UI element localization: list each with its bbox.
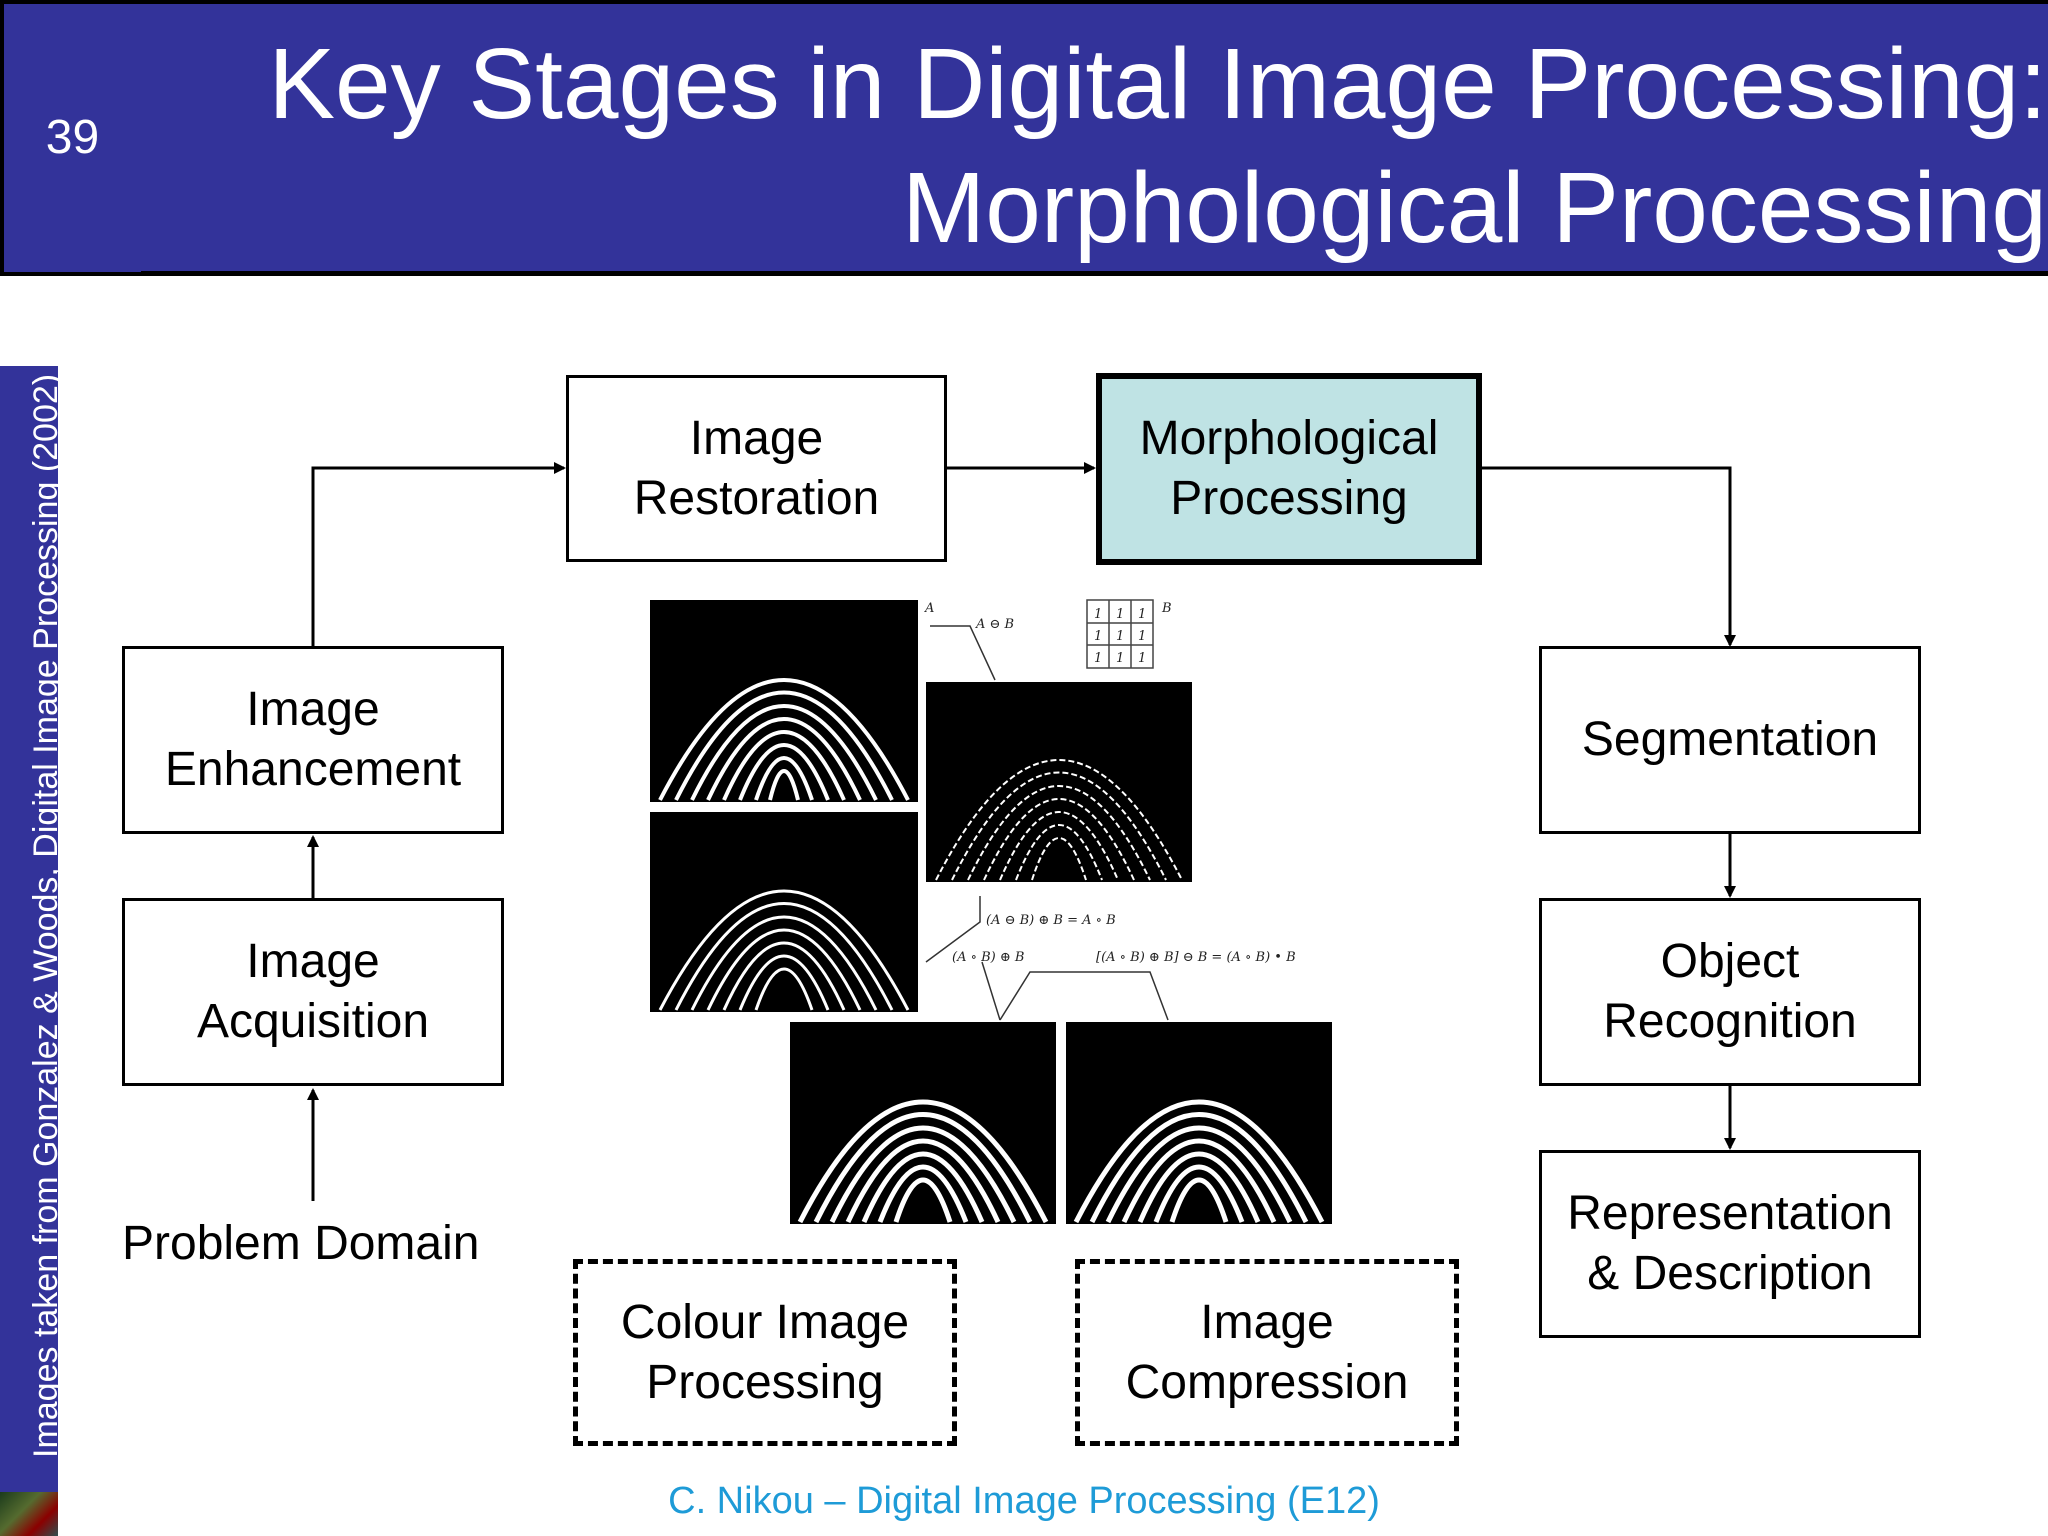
figure-pointer-opening-dilate — [981, 961, 1001, 1021]
node-representation-description: Representation & Description — [1539, 1150, 1921, 1338]
node-image-acquisition: Image Acquisition — [122, 898, 504, 1086]
page-title-line-2: Morphological Processing — [901, 152, 2047, 264]
fingerprint-panel-closed — [1066, 1022, 1332, 1224]
se-cell: 1 — [1094, 651, 1102, 666]
se-cell: 1 — [1116, 629, 1124, 644]
se-cell: 1 — [1138, 629, 1146, 644]
figure-pointer-dilation — [930, 625, 996, 681]
structuring-element-grid — [1086, 599, 1154, 669]
node-morphological-processing: Morphological Processing — [1096, 373, 1482, 565]
fingerprint-panel-a — [650, 600, 918, 802]
figure-label-opening-dilate: (A ∘ B) ⊕ B — [952, 950, 1024, 965]
figure-label-a: A — [924, 601, 934, 616]
page-title-line-1: Key Stages in Digital Image Processing: — [268, 28, 2047, 140]
figure-pointer-opening — [925, 896, 981, 963]
title-bar: Key Stages in Digital Image Processing: … — [141, 0, 2048, 276]
structuring-element-values: 1 1 1 1 1 1 1 1 1 — [1094, 607, 1146, 666]
arrow-enhancement-to-restoration — [311, 462, 566, 646]
figure-pointer-closing — [999, 971, 1169, 1021]
node-image-restoration: Image Restoration — [566, 375, 947, 562]
page-number-box — [0, 0, 145, 276]
se-cell: 1 — [1116, 651, 1124, 666]
se-cell: 1 — [1094, 607, 1102, 622]
arrow-morphological-to-segmentation — [1482, 466, 1736, 647]
fingerprint-panel-opening-dilated — [790, 1022, 1056, 1224]
page-number: 39 — [45, 111, 100, 164]
node-segmentation: Segmentation — [1539, 646, 1921, 834]
se-cell: 1 — [1138, 607, 1146, 622]
se-cell: 1 — [1138, 651, 1146, 666]
fingerprint-panel-dilated — [926, 682, 1192, 882]
node-image-compression: Image Compression — [1075, 1259, 1459, 1446]
node-colour-image-processing: Colour Image Processing — [573, 1259, 957, 1446]
fingerprint-figure: 1 1 1 1 1 1 1 1 1 A B A ⊖ B (A ⊖ B) ⊕ B … — [650, 599, 1332, 1224]
se-cell: 1 — [1094, 629, 1102, 644]
side-credit-bar — [0, 366, 58, 1536]
node-image-enhancement: Image Enhancement — [122, 646, 504, 834]
figure-label-opening: (A ⊖ B) ⊕ B = A ∘ B — [986, 913, 1116, 928]
footer-credit: C. Nikou – Digital Image Processing (E12… — [668, 1480, 1380, 1522]
figure-label-closing: [(A ∘ B) ⊕ B] ⊖ B = (A ∘ B) • B — [1096, 950, 1296, 965]
figure-label-erosion: A ⊖ B — [975, 617, 1014, 632]
fingerprint-panel-opened — [650, 812, 918, 1012]
se-cell: 1 — [1116, 607, 1124, 622]
corner-logo-image — [0, 1492, 58, 1536]
node-object-recognition: Object Recognition — [1539, 898, 1921, 1086]
figure-label-b: B — [1161, 601, 1172, 616]
node-problem-domain: Problem Domain — [122, 1217, 480, 1270]
